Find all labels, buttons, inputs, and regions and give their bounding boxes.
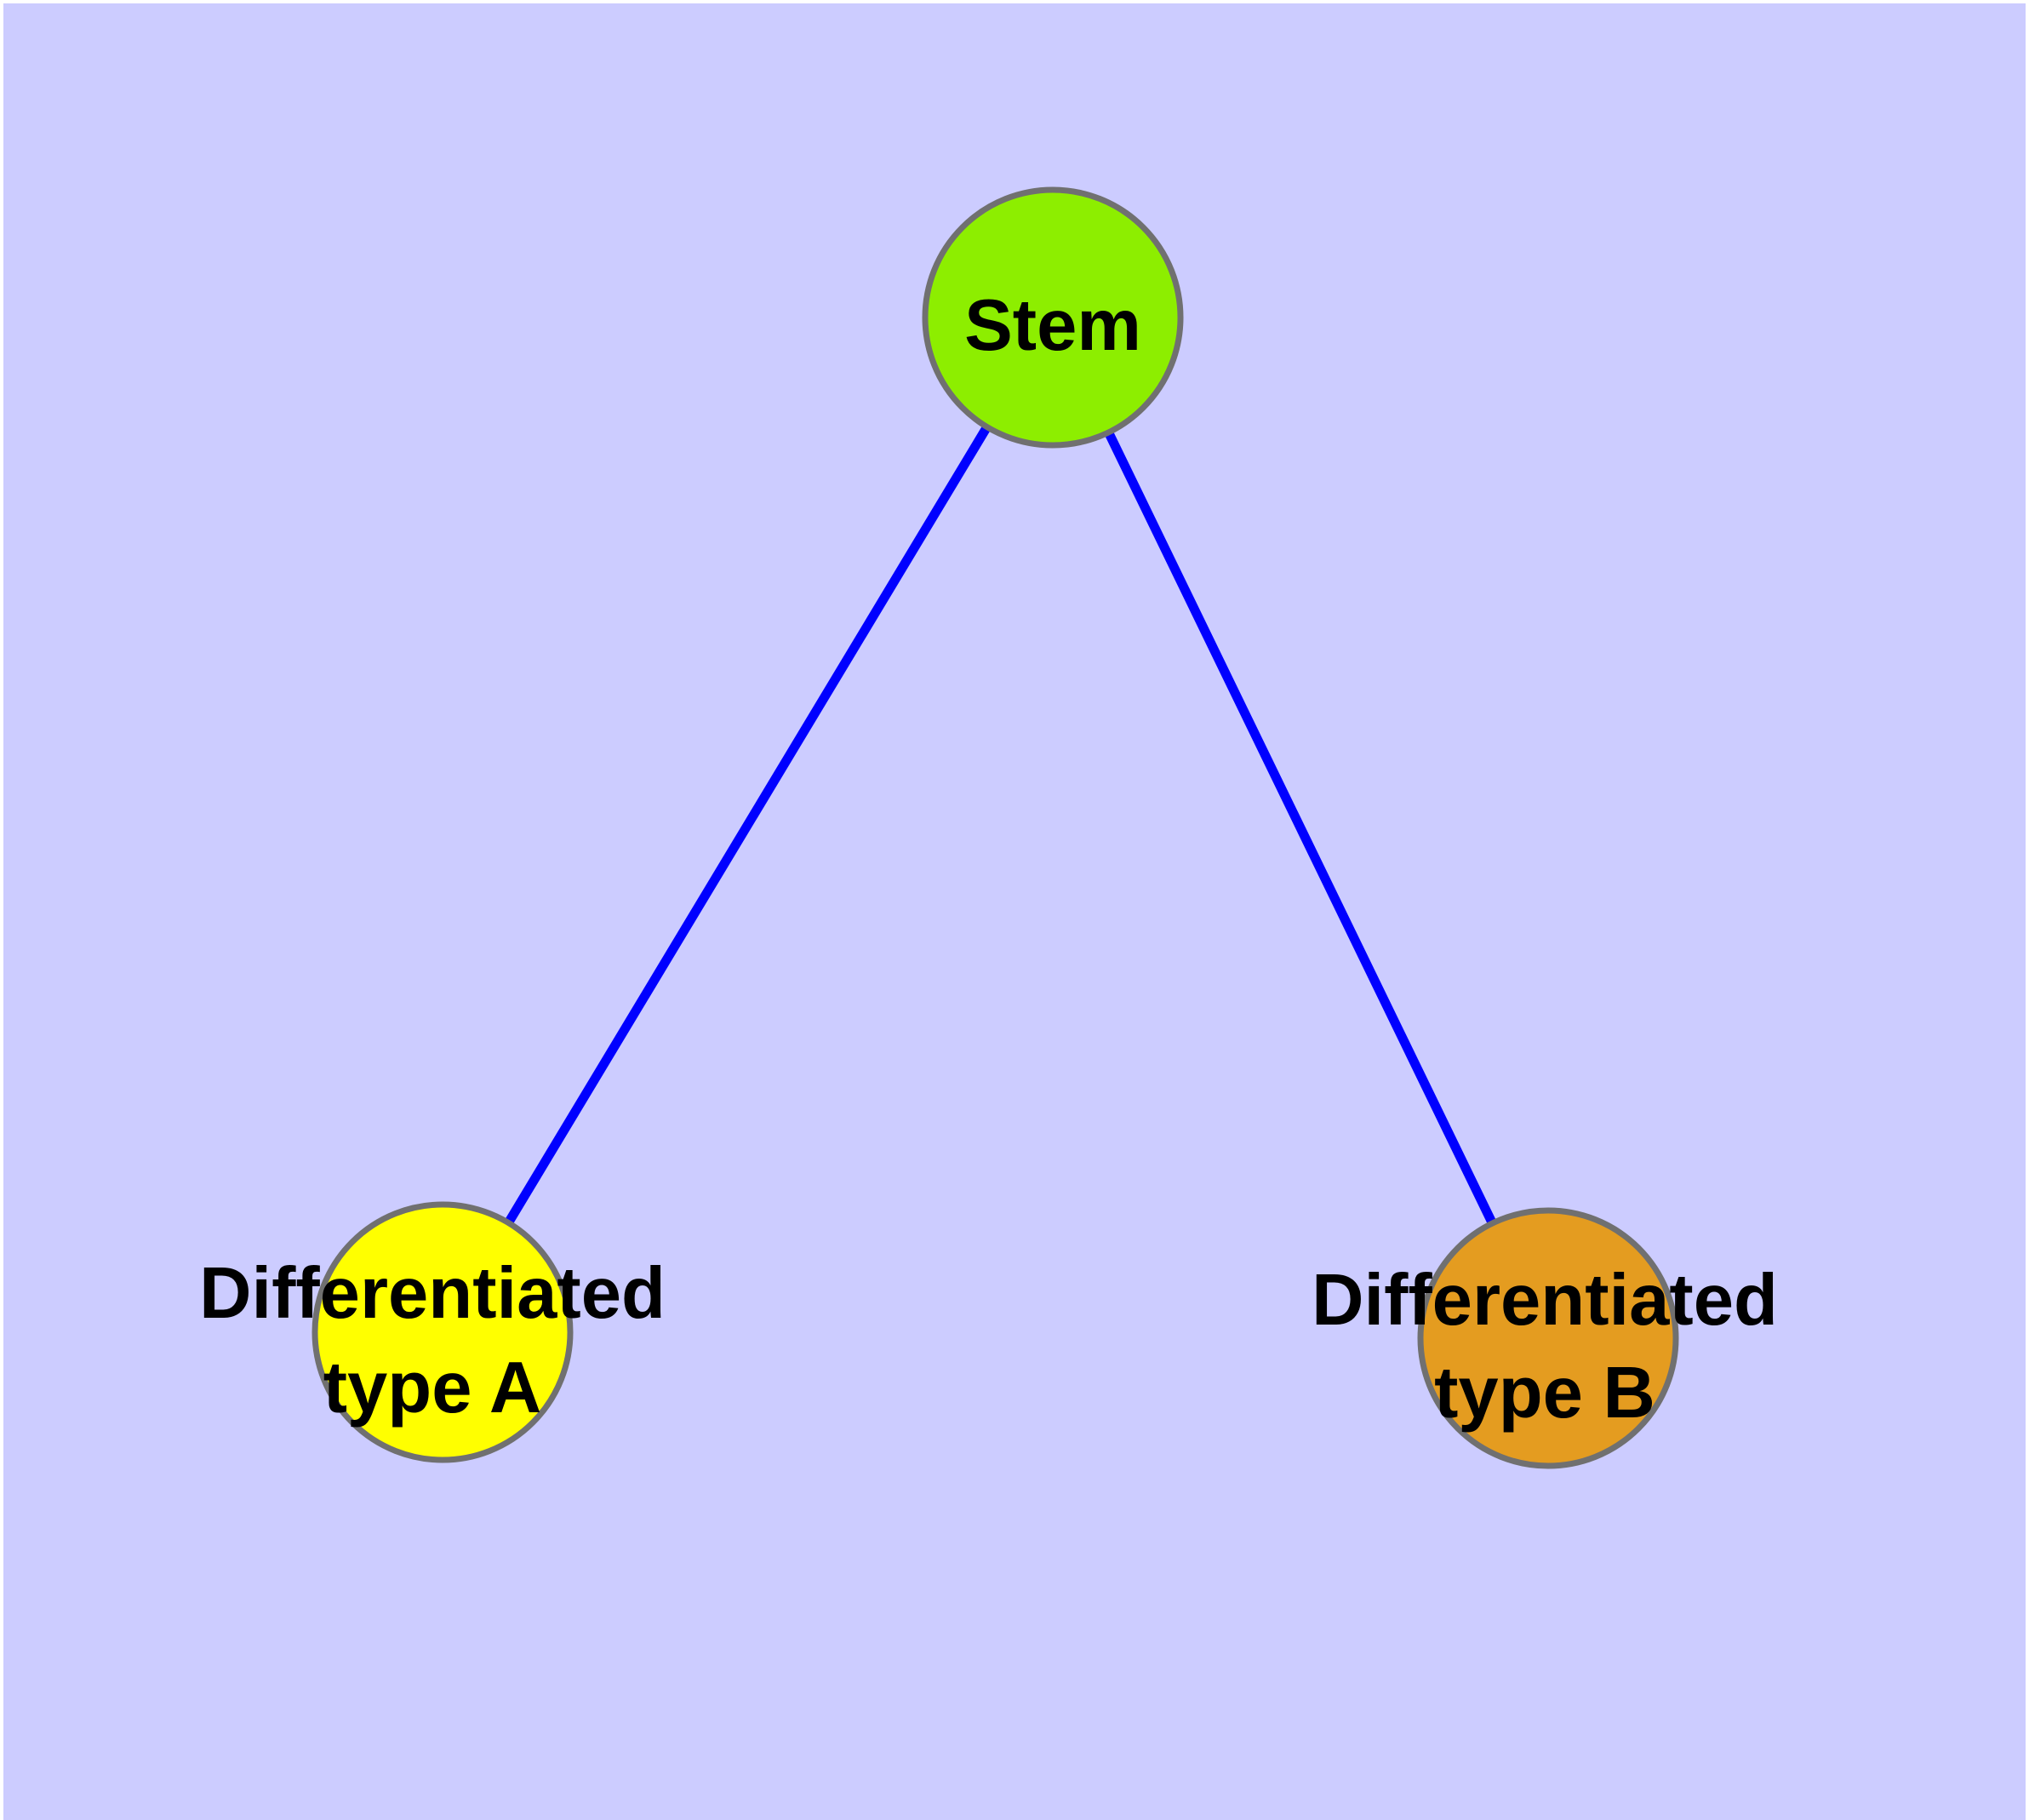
node-differentiated-type-b-label-line1: Differentiated [1312, 1260, 1778, 1341]
node-differentiated-type-a-circle [311, 1201, 574, 1463]
node-differentiated-type-a: Differentiated type A [199, 1201, 666, 1463]
node-stem-circle [922, 186, 1184, 449]
node-stem-label: Stem [964, 285, 1141, 366]
node-stem: Stem [922, 186, 1184, 449]
edge-stem-to-type-a [438, 315, 1057, 1335]
node-differentiated-type-b-circle [1417, 1207, 1679, 1469]
node-differentiated-type-b: Differentiated type B [1312, 1207, 1778, 1469]
node-differentiated-type-b-label-line2: type B [1434, 1353, 1655, 1434]
node-differentiated-type-a-label-line1: Differentiated [199, 1253, 666, 1334]
node-differentiated-type-a-label-line2: type A [323, 1348, 542, 1428]
edge-stem-to-type-b [1049, 315, 1552, 1341]
edge-group [438, 315, 1552, 1341]
